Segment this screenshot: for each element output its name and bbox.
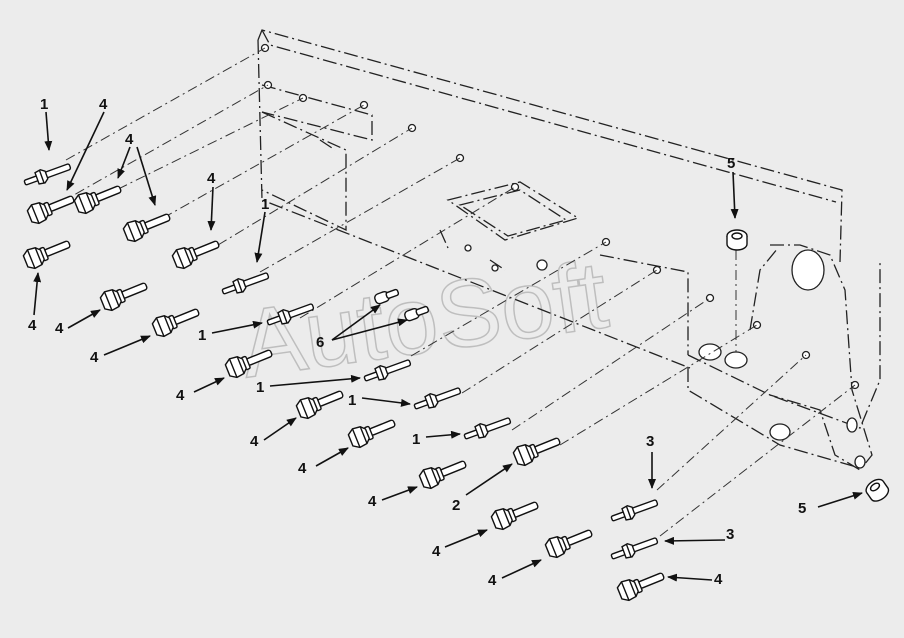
callout-label: 4 bbox=[28, 317, 37, 334]
callout-label: 1 bbox=[256, 379, 264, 396]
bolt bbox=[150, 301, 203, 340]
bolt bbox=[346, 412, 399, 451]
watermark-text: AutoSoft bbox=[234, 241, 614, 398]
stud bbox=[411, 383, 464, 415]
callout-label: 4 bbox=[368, 493, 377, 510]
stud bbox=[608, 533, 661, 565]
leader-arrows bbox=[33, 111, 863, 582]
fasteners bbox=[21, 159, 892, 604]
bolt bbox=[72, 178, 125, 217]
callout-label: 4 bbox=[207, 170, 216, 187]
bolt bbox=[417, 453, 470, 492]
bolt bbox=[511, 430, 564, 469]
callout-label: 4 bbox=[55, 320, 64, 337]
housing-holes bbox=[260, 43, 866, 469]
callout-label: 1 bbox=[412, 431, 420, 448]
bolt bbox=[121, 206, 174, 245]
callout-label: 4 bbox=[99, 96, 108, 113]
bolt bbox=[615, 565, 668, 604]
callout-labels: 1 4 4 4 4 1 5 4 4 4 1 6 4 1 1 4 4 1 4 2 … bbox=[28, 96, 806, 589]
stud bbox=[21, 159, 74, 191]
callout-label: 5 bbox=[798, 500, 806, 517]
dowel bbox=[374, 288, 400, 305]
bolt bbox=[21, 233, 74, 272]
bolt bbox=[170, 233, 223, 272]
callout-label: 5 bbox=[727, 155, 735, 172]
stud bbox=[608, 495, 661, 527]
callout-label: 4 bbox=[488, 572, 497, 589]
callout-label: 4 bbox=[125, 131, 134, 148]
dowel bbox=[404, 305, 430, 322]
callout-label: 6 bbox=[316, 334, 324, 351]
alignment-lines bbox=[57, 47, 856, 537]
callout-label: 4 bbox=[432, 543, 441, 560]
bolt bbox=[98, 275, 151, 314]
callout-label: 4 bbox=[176, 387, 185, 404]
callout-label: 2 bbox=[452, 497, 460, 514]
callout-label: 3 bbox=[726, 526, 734, 543]
callout-label: 4 bbox=[250, 433, 259, 450]
callout-label: 1 bbox=[348, 392, 356, 409]
bolt bbox=[25, 188, 78, 227]
callout-label: 4 bbox=[90, 349, 99, 366]
callout-label: 4 bbox=[714, 571, 723, 588]
bolt bbox=[543, 522, 596, 561]
callout-label: 1 bbox=[198, 327, 206, 344]
callout-label: 1 bbox=[261, 196, 269, 213]
bolt bbox=[489, 494, 542, 533]
stud bbox=[461, 413, 514, 445]
manifold-housing bbox=[257, 29, 881, 471]
callout-label: 4 bbox=[298, 460, 307, 477]
plug bbox=[862, 475, 892, 505]
plug bbox=[726, 229, 748, 251]
callout-label: 1 bbox=[40, 96, 48, 113]
callout-label: 3 bbox=[646, 433, 654, 450]
